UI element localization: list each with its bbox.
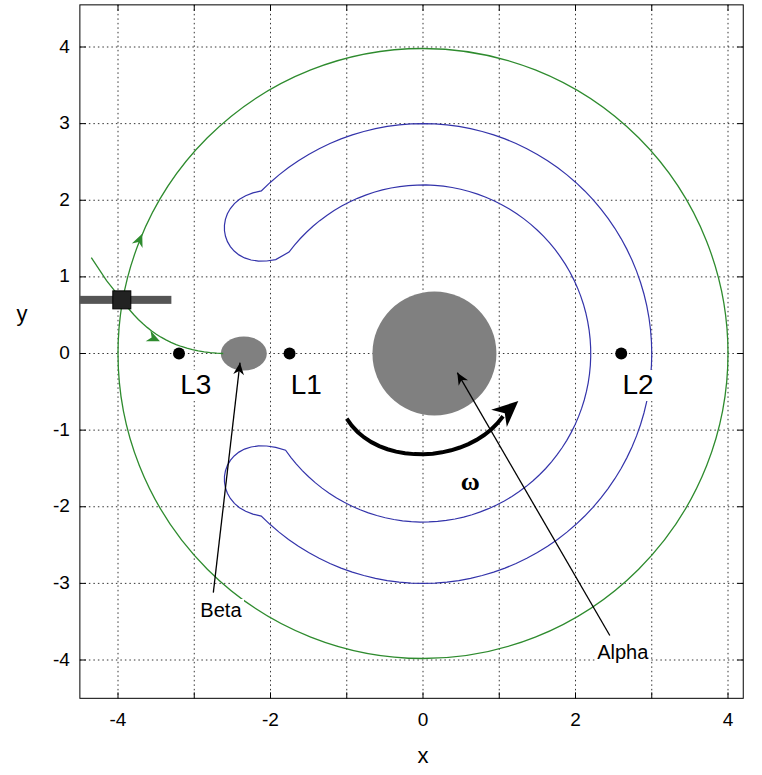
tick xyxy=(80,123,86,124)
tick xyxy=(80,430,86,431)
tick xyxy=(80,200,86,201)
tick xyxy=(737,583,743,584)
tick-label: 1 xyxy=(57,266,72,287)
tick xyxy=(728,5,729,11)
grid xyxy=(80,5,743,698)
tick xyxy=(423,5,424,11)
tick xyxy=(346,5,347,11)
grid-line xyxy=(575,5,576,698)
tick xyxy=(80,276,86,277)
tick xyxy=(194,5,195,11)
tick xyxy=(423,692,424,698)
tick xyxy=(499,5,500,11)
tick-label: -2 xyxy=(260,710,281,731)
tick-label: 0 xyxy=(57,343,72,364)
tick xyxy=(737,200,743,201)
lagrange-point xyxy=(284,348,296,360)
rotation-arrow xyxy=(347,416,503,454)
axis-label: y xyxy=(15,302,30,326)
point-label: L3 xyxy=(178,370,213,401)
alpha-body xyxy=(372,292,496,416)
leader-line xyxy=(213,363,240,593)
point-label: L2 xyxy=(620,370,655,401)
tick xyxy=(80,660,86,661)
plot-frame xyxy=(80,5,743,698)
tick xyxy=(194,692,195,698)
lagrange-point xyxy=(173,348,185,360)
tick xyxy=(737,506,743,507)
tick-label: -1 xyxy=(51,420,72,441)
tick-label: -4 xyxy=(108,710,129,731)
axis-label: x xyxy=(416,744,431,768)
grid-line xyxy=(270,5,271,698)
tick-label: 2 xyxy=(57,190,72,211)
rotation-arrowhead xyxy=(491,392,526,427)
trajectory-arrow xyxy=(146,331,163,347)
tick-label: 0 xyxy=(416,710,431,731)
tick xyxy=(346,692,347,698)
rotation-label: ω xyxy=(459,468,482,497)
trajectory-arrow xyxy=(132,231,148,248)
leader-arrowhead xyxy=(233,362,245,375)
tick xyxy=(728,692,729,698)
tick-label: -4 xyxy=(51,650,72,671)
tick xyxy=(575,692,576,698)
grid-line xyxy=(499,5,500,698)
tick xyxy=(499,692,500,698)
tick xyxy=(80,47,86,48)
grid-line xyxy=(80,506,743,507)
beta-body xyxy=(221,337,267,371)
tick xyxy=(270,692,271,698)
grid-line xyxy=(80,276,743,277)
tick xyxy=(80,353,86,354)
spacecraft xyxy=(113,291,131,309)
grid-line xyxy=(194,5,195,698)
tick xyxy=(737,123,743,124)
tick-label: 4 xyxy=(721,710,736,731)
tick xyxy=(737,660,743,661)
tick xyxy=(651,692,652,698)
grid-line xyxy=(80,430,743,431)
trajectory xyxy=(122,300,223,354)
tick xyxy=(737,430,743,431)
orbit-circle xyxy=(118,49,728,659)
tick xyxy=(118,692,119,698)
tick xyxy=(80,506,86,507)
tick xyxy=(651,5,652,11)
leader-line xyxy=(457,373,610,636)
zero-velocity-curve xyxy=(224,124,651,584)
tick-label: 3 xyxy=(57,113,72,134)
leader-arrowhead xyxy=(453,370,468,386)
tick xyxy=(737,47,743,48)
body-label: Alpha xyxy=(595,641,650,663)
grid-line xyxy=(80,200,743,201)
point-label: L1 xyxy=(289,370,324,401)
lagrange-point xyxy=(615,348,627,360)
tick-label: 2 xyxy=(568,710,583,731)
tick xyxy=(118,5,119,11)
tick xyxy=(270,5,271,11)
grid-line xyxy=(346,5,347,698)
grid-line xyxy=(80,47,743,48)
tick xyxy=(737,353,743,354)
tick-label: -2 xyxy=(51,496,72,517)
body-label: Beta xyxy=(198,599,243,621)
tick-label: 4 xyxy=(57,37,72,58)
tick xyxy=(737,276,743,277)
tick xyxy=(80,583,86,584)
tick-label: -3 xyxy=(51,573,72,594)
tick xyxy=(575,5,576,11)
